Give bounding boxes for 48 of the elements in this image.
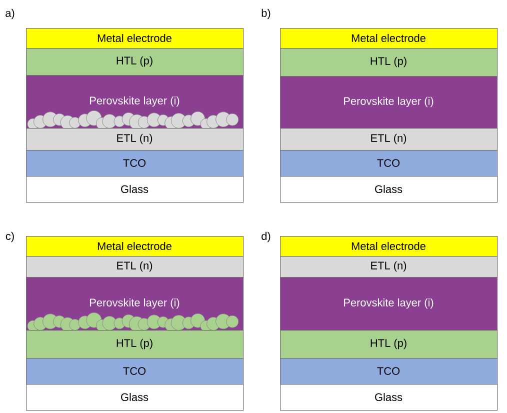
panel-label: a) bbox=[6, 8, 14, 20]
layer-box bbox=[26, 358, 244, 385]
layer-box bbox=[280, 150, 498, 177]
layer-box bbox=[26, 384, 244, 411]
layer-label: Metal electrode bbox=[98, 34, 172, 42]
layer-box bbox=[280, 128, 498, 151]
layer-box bbox=[280, 256, 498, 278]
layer-label: TCO bbox=[123, 159, 146, 167]
layer-box bbox=[26, 28, 244, 49]
layer-box bbox=[26, 236, 244, 257]
layer-label: ETL (n) bbox=[117, 134, 152, 144]
layer-box bbox=[26, 176, 244, 203]
layer-label: Metal electrode bbox=[98, 242, 172, 250]
layer-label: TCO bbox=[377, 159, 400, 167]
layer-box bbox=[280, 176, 498, 203]
layer-box bbox=[280, 330, 498, 359]
layer-label: HTL (p) bbox=[116, 338, 152, 350]
layer-box bbox=[26, 256, 244, 278]
layer-label: Glass bbox=[121, 184, 148, 194]
layer-label: Glass bbox=[121, 392, 148, 402]
layer-label: HTL (p) bbox=[370, 56, 406, 68]
layer-label: HTL (p) bbox=[370, 338, 406, 350]
layer-label: ETL (n) bbox=[371, 261, 406, 272]
layer-box bbox=[280, 48, 498, 77]
layer-label: Perovskite layer (i) bbox=[344, 96, 434, 108]
panel-label: b) bbox=[262, 8, 270, 20]
layer-label: Glass bbox=[375, 392, 402, 402]
layer-box bbox=[26, 48, 244, 76]
layer-box bbox=[280, 277, 498, 331]
layer-label: Perovskite layer (i) bbox=[90, 298, 180, 309]
layer-label: TCO bbox=[123, 367, 146, 375]
layer-box bbox=[26, 150, 244, 177]
layer-box bbox=[280, 358, 498, 385]
panel-label: d) bbox=[262, 232, 270, 242]
layer-box bbox=[280, 28, 498, 49]
layer-box bbox=[280, 76, 498, 129]
layer-box bbox=[280, 384, 498, 411]
layer-label: Metal electrode bbox=[352, 34, 426, 42]
layer-label: Perovskite layer (i) bbox=[90, 96, 180, 107]
layer-box bbox=[280, 236, 498, 257]
panel-label: c) bbox=[6, 232, 14, 242]
layer-label: ETL (n) bbox=[371, 134, 406, 144]
layer-label: Glass bbox=[375, 184, 402, 194]
layer-label: Metal electrode bbox=[352, 242, 426, 250]
layer-label: HTL (p) bbox=[116, 56, 152, 67]
layer-label: ETL (n) bbox=[117, 261, 152, 272]
layer-label: TCO bbox=[377, 367, 400, 375]
layer-label: Perovskite layer (i) bbox=[344, 298, 434, 309]
